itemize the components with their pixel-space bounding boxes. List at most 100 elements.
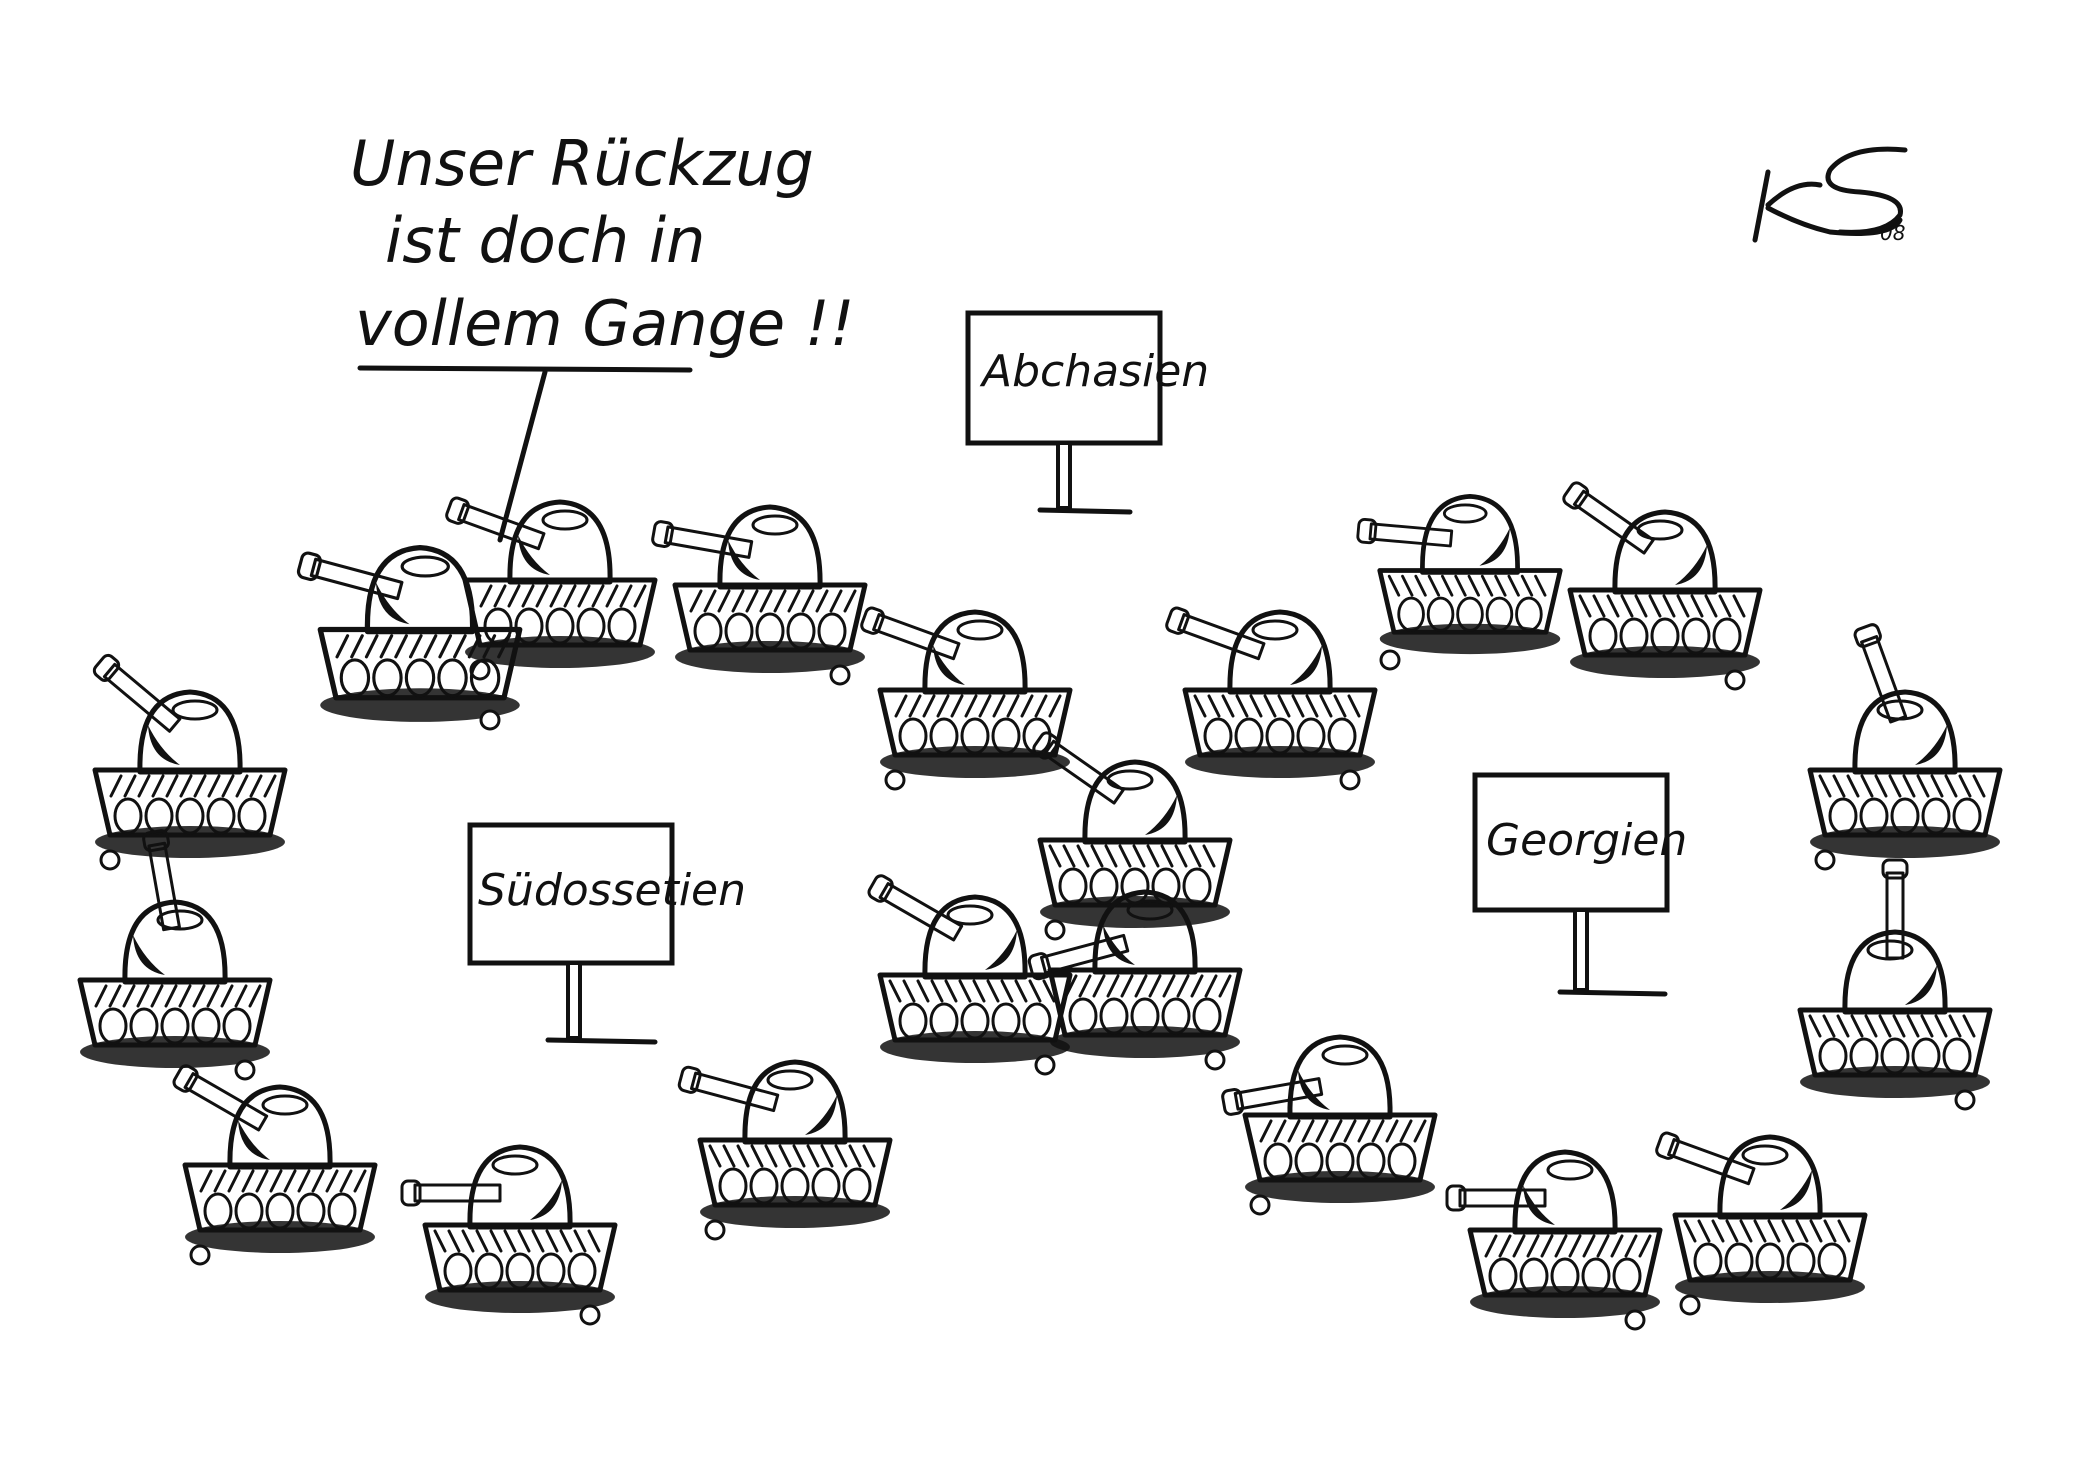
tank-wheel [1786,1242,1816,1280]
tank [445,496,658,668]
tank-wheel [1488,1257,1518,1295]
tank-wheel [1327,717,1357,755]
tank-wheel [1612,1257,1642,1295]
tank-hatching [479,584,647,608]
tank-turret-shade [1523,1185,1555,1225]
tank-hatch [156,909,204,931]
tank-hatching [708,1144,876,1168]
tank-hatching [689,589,857,613]
tank-wheel [1426,596,1455,632]
dust-puff [1379,649,1401,671]
sign-abchasien: Abchasien [965,310,1209,515]
sign-suedossetien-post [566,961,582,1040]
tank-hatching [1808,1014,1976,1038]
tank-gun [400,1179,502,1207]
tank-wheel [1581,1257,1611,1295]
tank-wheel [1755,1242,1785,1280]
tank-wheel [1022,1002,1052,1040]
tank-wheel [175,797,205,835]
dust-puff [1249,1194,1271,1216]
tank-wheel [960,717,990,755]
tank [677,1059,893,1228]
tank-wheel [1058,867,1088,905]
tank-gun [1655,1131,1756,1186]
tank-turret-shade [805,1095,837,1135]
tank-wheel [160,1007,190,1045]
tank-wheel [786,612,816,650]
tank-wheel [327,1192,357,1230]
tank-turret-shade [1915,725,1947,765]
tank-hatch [956,619,1004,641]
tank-hatch [1251,619,1299,641]
tank-turret [467,1144,573,1230]
dust-puff [234,1059,256,1081]
tank-turret [507,499,613,585]
tank [172,1064,378,1253]
tank-hatch [491,1154,539,1176]
tank-turret [922,609,1028,695]
tank-hatch [261,1094,309,1116]
tank-wheel [469,658,501,698]
tank [296,544,523,722]
tank-hatching [888,979,1056,1003]
tank-wheel [265,1192,295,1230]
tank-wheel [144,797,174,835]
tank [1221,1034,1438,1203]
speech-underline [357,365,693,373]
tank-wheel [1650,617,1680,655]
tank-wheel [505,1252,535,1290]
tank [1165,606,1378,778]
tank-turret-shade [148,725,180,765]
tank-wheel [960,1002,990,1040]
tank-wheel [1588,617,1618,655]
tank [1356,494,1563,655]
tank-wheel [203,1192,233,1230]
tank-hatch [1126,899,1174,921]
tank-wheel [191,1007,221,1045]
tank-wheel [576,607,606,645]
dust-puff [1624,1309,1646,1331]
tank-turret-shade [985,930,1017,970]
tank-turret [137,689,243,775]
tank-wheel [817,612,847,650]
tank [400,1144,618,1313]
tank-wheel [718,1167,748,1205]
tank-wheel [1130,997,1160,1035]
tank-wheel [1296,717,1326,755]
tank [1655,1131,1868,1303]
tank-gun [1356,518,1454,548]
tank-hatching [1818,774,1986,798]
tank-gun [1445,1184,1547,1212]
tank-wheel [129,1007,159,1045]
dust-puff [1814,849,1836,871]
tank-wheel [1456,596,1484,632]
tank-wheel [780,1167,810,1205]
tank-turret [122,899,228,985]
tank-gun [677,1065,780,1113]
speech-line-1: Unser Rückzug [350,127,814,200]
tank-wheel [1182,867,1212,905]
tank-hatching [1683,1219,1851,1243]
tank-gun [867,874,964,942]
tank-wheel [1192,997,1222,1035]
sign-georgien-board [1472,772,1670,913]
tank-wheel [1880,1037,1910,1075]
tank-wheel [372,658,403,698]
tank-hatch [400,555,450,578]
artist-signature: 08 [1752,146,1908,245]
dust-puff [1204,1049,1226,1071]
tank-wheel [991,1002,1021,1040]
tank-wheel [234,1192,264,1230]
tank-wheel [545,607,575,645]
tank-turret [922,894,1028,980]
tank-turret [1612,509,1718,595]
tank-turret-shade [1905,965,1937,1005]
tank-wheel [339,658,371,698]
tank-wheel [1294,1142,1324,1180]
tank-wheel [514,607,544,645]
dust-puff [1044,919,1066,941]
tank-turret [1420,494,1520,575]
sign-suedossetien-label: Südossetien [478,865,746,916]
tank-hatching [94,984,262,1008]
tank-wheel [1089,867,1119,905]
